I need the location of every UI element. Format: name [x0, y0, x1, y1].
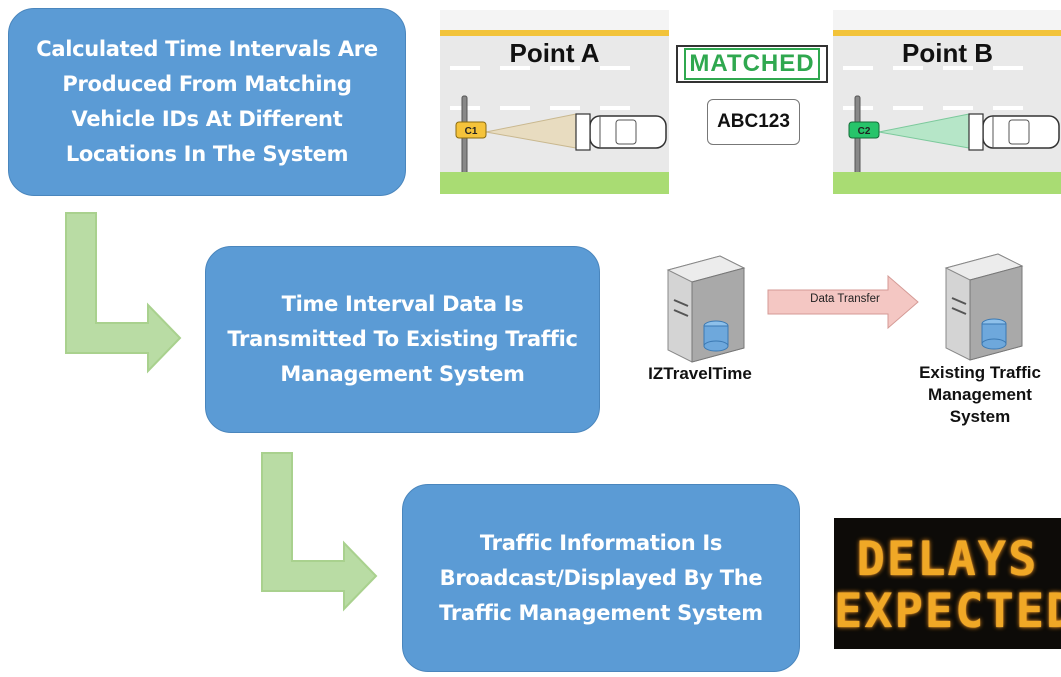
road-edge-line: [833, 30, 1061, 36]
sensor-c1-icon: [455, 121, 487, 139]
step-3-text: Traffic Information Is Broadcast/Display…: [439, 530, 763, 625]
sign-line-1: DELAYS: [856, 532, 1039, 587]
step-1-box: Calculated Time Intervals Are Produced F…: [8, 8, 406, 196]
data-transfer-label: Data Transfer: [810, 293, 880, 305]
road-lane: [440, 36, 669, 172]
step-2-box: Time Interval Data Is Transmitted To Exi…: [205, 246, 600, 433]
point-b-title: Point B: [902, 38, 993, 68]
step-2-text: Time Interval Data Is Transmitted To Exi…: [227, 292, 578, 386]
point-a-title: Point A: [509, 38, 600, 68]
car-icon: [968, 113, 1060, 151]
sensor-c2-label: C2: [858, 126, 871, 137]
flow-arrow-2: [261, 452, 378, 612]
server-iztraveltime-label: IZTravelTime: [648, 364, 752, 383]
step-1-text: Calculated Time Intervals Are Produced F…: [36, 37, 378, 166]
sensor-beam: [878, 113, 970, 149]
flow-arrow-1: [65, 212, 182, 374]
sensor-beam: [485, 113, 577, 149]
car-icon: [575, 113, 667, 151]
grass-strip: [833, 172, 1061, 194]
road-b-scene: C2: [843, 66, 1060, 189]
road-point-b: C2 Point B: [833, 10, 1061, 194]
license-plate-badge: ABC123: [707, 99, 800, 145]
license-plate-text: ABC123: [717, 111, 790, 132]
sign-line-2: EXPECTED: [834, 584, 1061, 639]
sensor-c1-label: C1: [465, 126, 478, 137]
matched-badge: MATCHED: [676, 45, 828, 83]
grass-strip: [440, 172, 669, 194]
delays-expected-sign: DELAYS EXPECTED: [834, 518, 1061, 649]
server-existing-tms-label: Existing Traffic Management System: [919, 363, 1041, 426]
road-a-scene: C1: [450, 66, 667, 189]
road-edge-line: [440, 30, 669, 36]
road-lane: [833, 36, 1061, 172]
step-3-box: Traffic Information Is Broadcast/Display…: [402, 484, 800, 672]
road-point-a: C1 Point A: [440, 10, 669, 194]
sensor-c2-icon: [848, 121, 880, 139]
matched-label: MATCHED: [684, 48, 820, 80]
